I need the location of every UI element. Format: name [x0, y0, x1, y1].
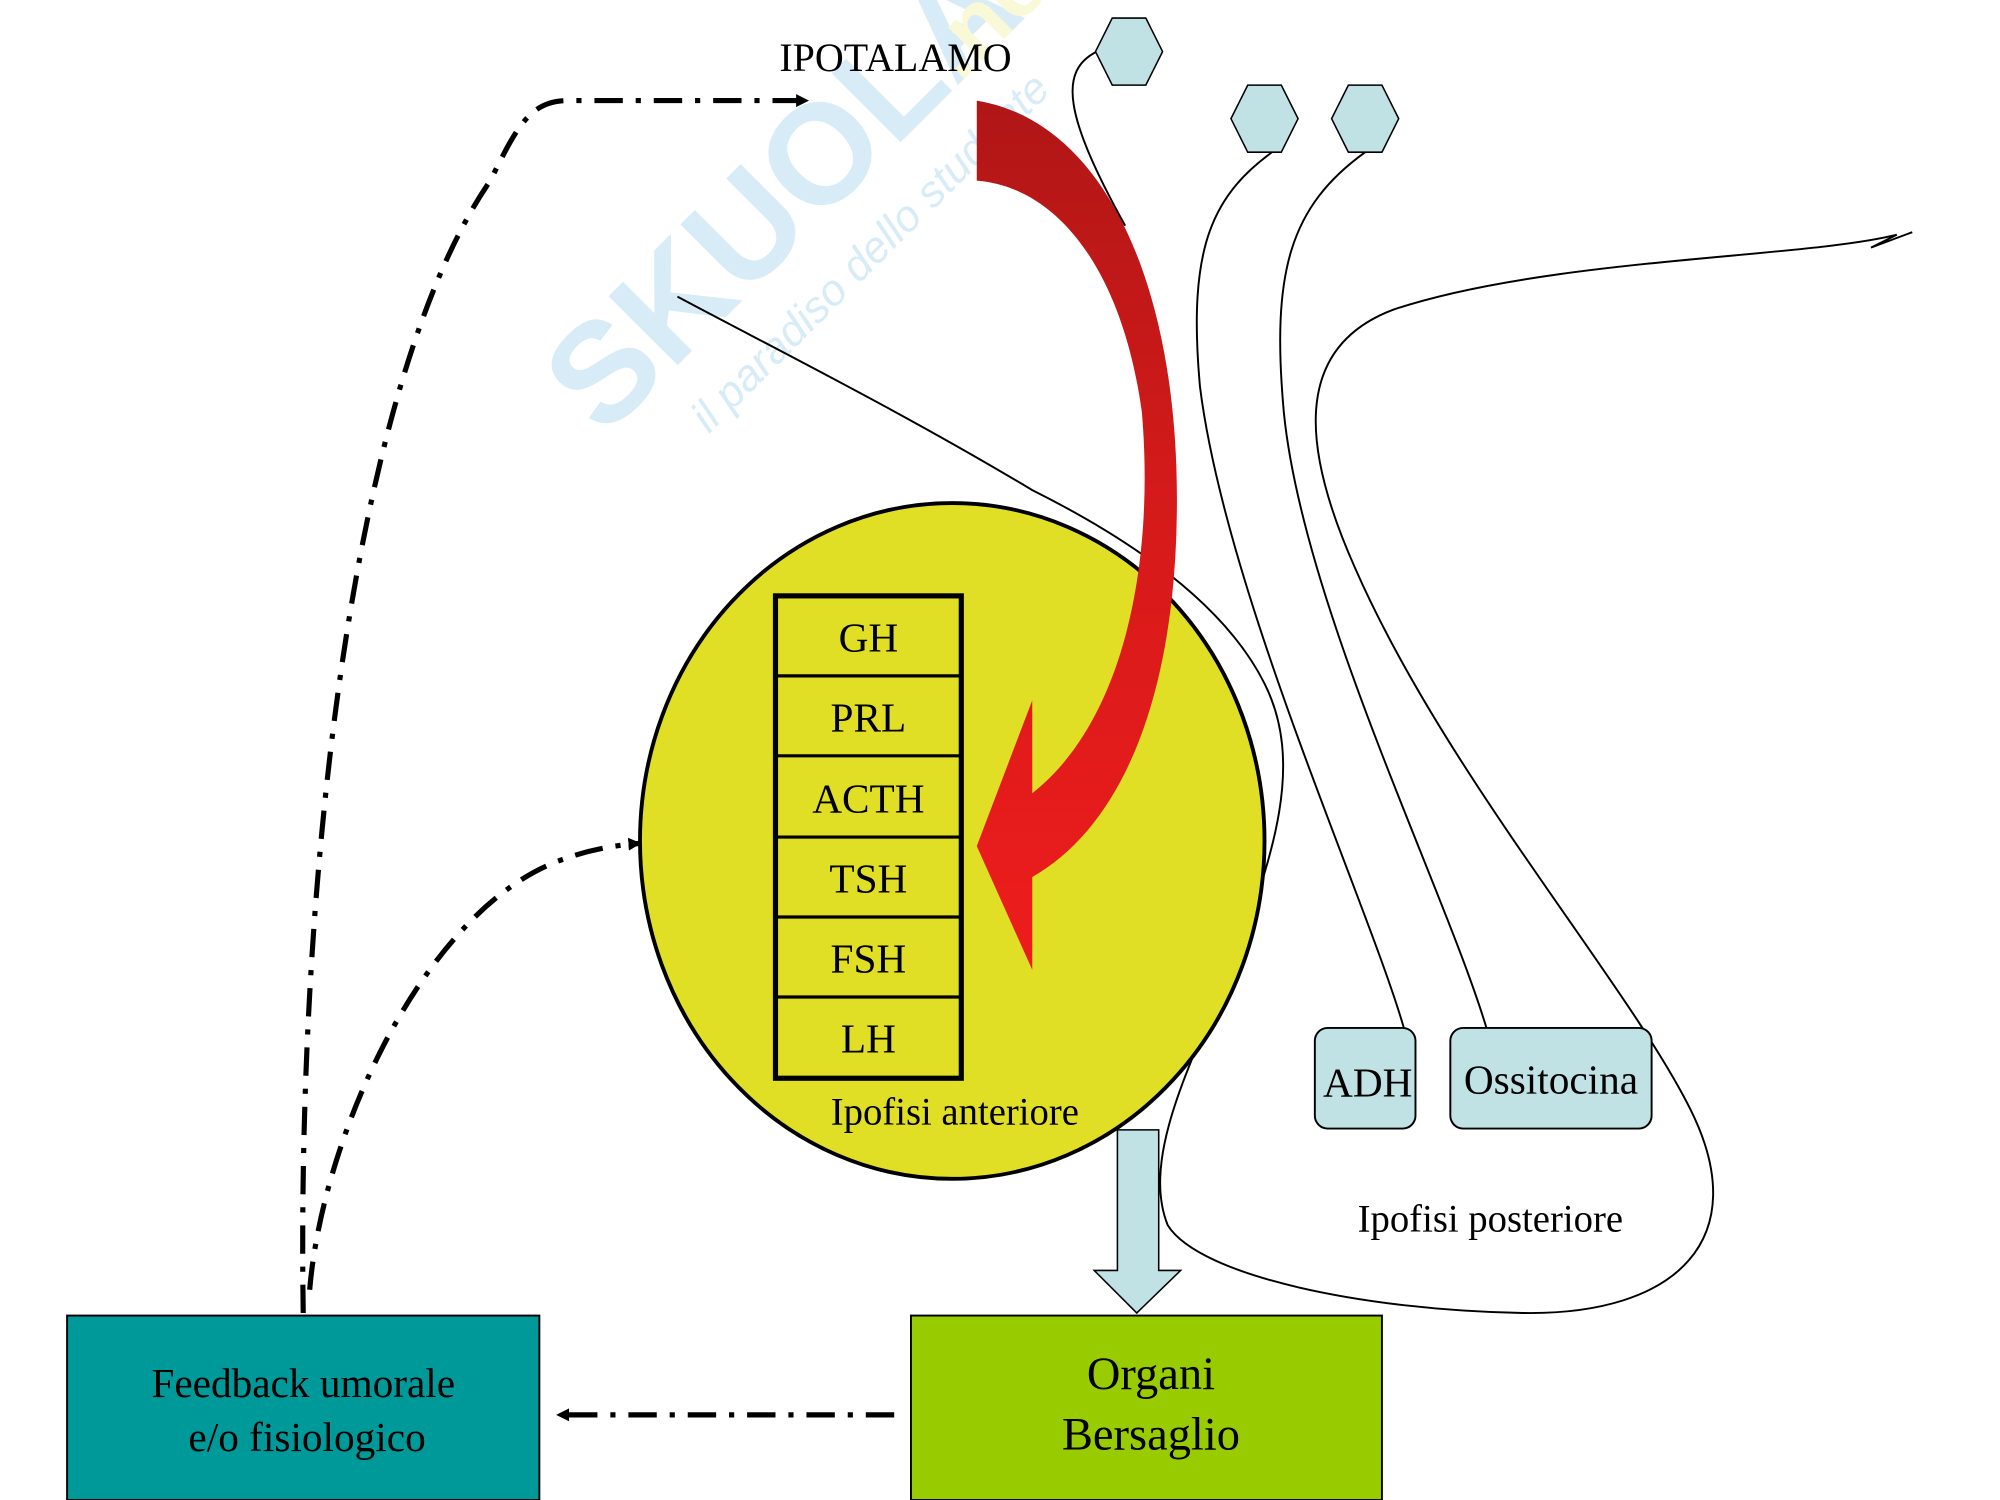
adh-label: ADH — [1323, 1059, 1412, 1105]
posterior-pituitary-label: Ipofisi posteriore — [1358, 1199, 1623, 1241]
hormone-gh: GH — [839, 614, 899, 660]
target-line1: Organi — [1087, 1349, 1215, 1400]
anterior-pituitary-label: Ipofisi anteriore — [831, 1092, 1079, 1134]
feedback-arrow-to-hypothalamus — [300, 94, 810, 1314]
neuron-body-hexagon — [1330, 84, 1400, 153]
red-curved-arrow — [976, 100, 1177, 970]
feedback-line1: Feedback umorale — [151, 1360, 455, 1406]
hypothalamus-label: IPOTALAMO — [779, 35, 1011, 80]
hormone-lh: LH — [841, 1015, 896, 1061]
hormone-prl: PRL — [831, 694, 907, 740]
ossitocina-label: Ossitocina — [1464, 1057, 1638, 1103]
neuron-body-hexagon — [1094, 17, 1164, 86]
target-organs-box — [910, 1314, 1383, 1500]
hormone-table: GH PRL ACTH TSH FSH LH — [772, 593, 964, 1081]
hormone-acth: ACTH — [812, 776, 924, 822]
feedback-arrow-to-pituitary — [307, 837, 642, 1290]
adh-box — [1313, 1026, 1417, 1130]
down-arrow — [1092, 1129, 1183, 1315]
hormone-tsh: TSH — [829, 856, 907, 902]
posterior-pituitary-outline — [676, 231, 1913, 1314]
ossitocina-box — [1449, 1026, 1653, 1130]
feedback-line2: e/o fisiologico — [188, 1414, 425, 1460]
neuron-body-hexagon — [1230, 84, 1299, 153]
target-line2: Bersaglio — [1062, 1410, 1240, 1461]
neuron-axon — [1071, 50, 1127, 227]
hormone-fsh: FSH — [831, 935, 907, 981]
neuron-axon — [1195, 147, 1405, 1029]
feedback-box — [66, 1314, 541, 1500]
neuron-axon — [1279, 151, 1488, 1029]
